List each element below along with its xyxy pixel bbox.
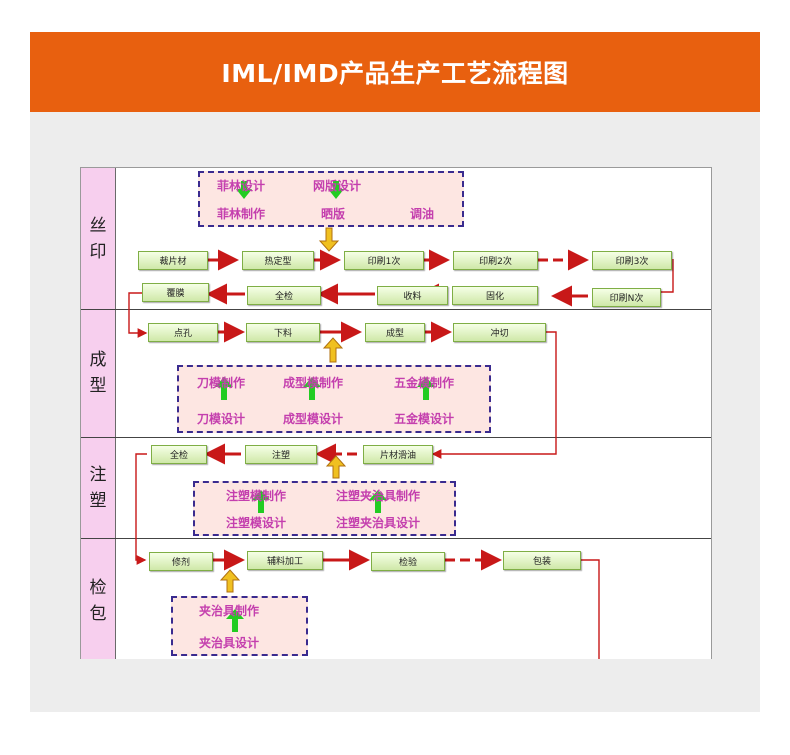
- screen-expose-label: 晒版: [321, 207, 346, 221]
- stage-label-char: 丝: [89, 215, 107, 236]
- injection-tooling-group: [193, 481, 456, 536]
- step-print-3: 印刷3次: [592, 251, 672, 270]
- stage-label-char: 印: [89, 241, 107, 262]
- knife-make-label: 刀模制作: [197, 376, 246, 390]
- step-blank: 下料: [246, 323, 320, 342]
- flow-connectors: [128, 181, 674, 659]
- stage-label-char: 注: [89, 464, 107, 485]
- step-heat-set: 热定型: [242, 251, 314, 270]
- form-mold-make-label: 成型模制作: [283, 376, 344, 390]
- flow-arrows: [204, 249, 589, 571]
- step-full-check-silk: 全检: [247, 286, 321, 305]
- hardware-mold-make-label: 五金模制作: [394, 376, 455, 390]
- stage-label-char: 塑: [89, 490, 107, 511]
- step-print-1: 印刷1次: [344, 251, 424, 270]
- step-film-load: 片材滑油: [363, 445, 433, 464]
- inject-mold-design-label: 注塑模设计: [226, 516, 287, 530]
- step-full-check-inject: 全检: [151, 445, 207, 464]
- step-trim: 修剂: [149, 552, 213, 571]
- step-packing: 包装: [503, 551, 581, 570]
- flowchart: 丝 印 成 型 注 塑 检 包: [80, 167, 712, 659]
- hollow-arrows: [219, 227, 347, 593]
- stage-label-char: 成: [89, 350, 107, 370]
- step-punch: 点孔: [148, 323, 218, 342]
- step-die-cut: 冲切: [453, 323, 546, 342]
- step-cure: 固化: [452, 286, 538, 305]
- step-cut-material: 裁片材: [138, 251, 208, 270]
- stage-injection: 注 塑: [81, 437, 116, 538]
- step-print-2: 印刷2次: [453, 251, 538, 270]
- screen-design-label: 网版设计: [313, 179, 362, 193]
- step-inspection: 检验: [371, 552, 445, 571]
- fixture-make-label: 夹治具制作: [199, 604, 260, 618]
- stage-divider: [81, 309, 711, 310]
- green-arrows: [215, 181, 435, 632]
- stage-label-char: 包: [89, 603, 107, 624]
- silk-prep-group: [198, 171, 464, 227]
- form-mold-design-label: 成型模设计: [283, 412, 344, 426]
- step-laminate: 覆膜: [142, 283, 209, 302]
- film-make-label: 菲林制作: [217, 207, 266, 221]
- stage-label-char: 型: [89, 376, 107, 396]
- stage-divider: [81, 538, 711, 539]
- stage-divider: [81, 437, 711, 438]
- inspect-tooling-group: [171, 596, 308, 656]
- fixture-design-label: 夹治具设计: [199, 636, 260, 650]
- forming-tooling-group: [177, 365, 491, 433]
- stage-label-char: 检: [89, 577, 107, 598]
- film-design-label: 菲林设计: [217, 179, 266, 193]
- stage-forming: 成 型: [81, 309, 116, 437]
- knife-design-label: 刀模设计: [197, 412, 246, 426]
- page-title: IML/IMD产品生产工艺流程图: [221, 59, 569, 88]
- inject-fixture-design-label: 注塑夹治具设计: [336, 516, 421, 530]
- step-collect: 收料: [377, 286, 448, 305]
- inject-fixture-make-label: 注塑夹治具制作: [336, 489, 421, 503]
- step-forming: 成型: [365, 323, 425, 342]
- stage-inspect-pack: 检 包: [81, 538, 116, 659]
- step-molding: 注塑: [245, 445, 317, 464]
- stage-silk-print: 丝 印: [81, 168, 116, 309]
- inject-mold-make-label: 注塑模制作: [226, 489, 287, 503]
- step-aux-processing: 辅料加工: [247, 551, 323, 570]
- title-banner: IML/IMD产品生产工艺流程图: [30, 32, 760, 112]
- step-print-n: 印刷N次: [592, 288, 661, 307]
- ink-mix-label: 调油: [410, 207, 435, 221]
- hardware-mold-design-label: 五金模设计: [394, 412, 455, 426]
